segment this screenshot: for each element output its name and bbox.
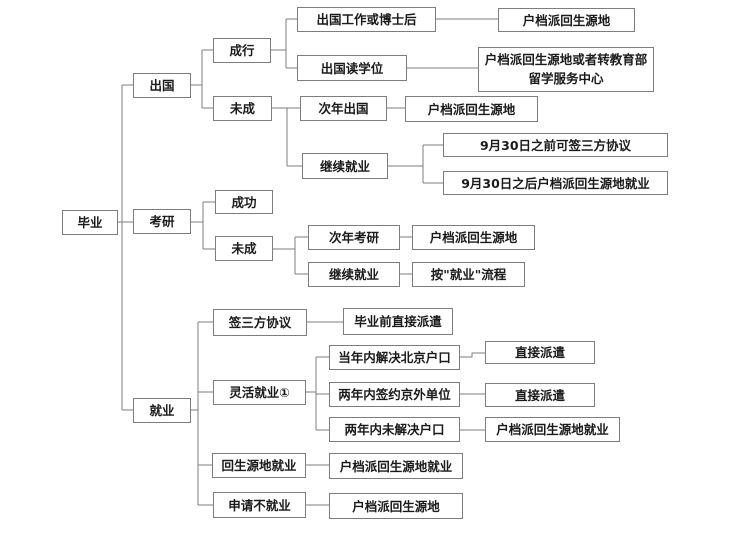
flow-node-jiuye: 就业 [133, 398, 191, 423]
flow-node-chenggong: 成功 [215, 190, 273, 214]
flow-node-hudang-jiuye-a: 户档派回生源地就业 [329, 453, 463, 479]
flow-node-sep30-before: 9月30日之前可签三方协议 [443, 133, 668, 157]
flow-node-kaoyan: 考研 [133, 209, 191, 234]
flow-node-jixu-jiuye-chuguo: 继续就业 [302, 153, 388, 179]
flow-node-hudang-a: 户档派回生源地 [498, 8, 635, 32]
flow-node-cinian-kaoyan: 次年考研 [308, 225, 400, 250]
flow-node-liangnian-qianyue: 两年内签约京外单位 [329, 382, 460, 407]
flow-node-linghuo-jiuye: 灵活就业① [213, 380, 306, 405]
flow-node-chengxing: 成行 [213, 38, 271, 63]
flow-node-hudang-jiaoyubu: 户档派回生源地或者转教育部留学服务中心 [478, 47, 654, 92]
flow-node-an-jiuye-liucheng: 按"就业"流程 [412, 262, 525, 287]
flow-node-weicheng-kaoyan: 未成 [215, 236, 273, 261]
flow-node-sep30-after: 9月30日之后户档派回生源地就业 [443, 171, 668, 195]
flow-node-qian-sanfang: 签三方协议 [213, 309, 307, 336]
flow-node-weicheng-chuguo: 未成 [213, 96, 272, 121]
flow-node-liangnian-wei-jiejue: 两年内未解决户口 [329, 417, 460, 442]
flow-node-dangnian-beijing-hukou: 当年内解决北京户口 [329, 345, 460, 370]
flow-node-hudang-d: 户档派回生源地 [329, 493, 463, 519]
flow-node-chuguo: 出国 [133, 73, 191, 98]
flow-node-hudang-c: 户档派回生源地 [412, 225, 535, 250]
flow-node-zhijie-paiqian-1: 直接派遣 [485, 341, 595, 364]
flow-node-shenqing-bujiuye: 申请不就业 [213, 492, 306, 518]
flow-node-biye: 毕业 [62, 210, 118, 235]
flow-node-hudang-b: 户档派回生源地 [405, 96, 538, 122]
flow-node-hudang-jiuye-b: 户档派回生源地就业 [485, 417, 620, 442]
flow-node-hui-shengyuandi: 回生源地就业 [212, 453, 306, 478]
flow-node-cinian-chuguo: 次年出国 [300, 96, 387, 121]
flow-node-biye-paiqian: 毕业前直接派遣 [343, 308, 453, 335]
flow-node-chuguo-gongzuo: 出国工作或博士后 [297, 7, 436, 32]
flow-node-chuguo-xuewei: 出国读学位 [297, 55, 407, 81]
flow-node-zhijie-paiqian-2: 直接派遣 [485, 383, 595, 407]
flow-node-jixu-jiuye-kaoyan: 继续就业 [308, 262, 400, 287]
